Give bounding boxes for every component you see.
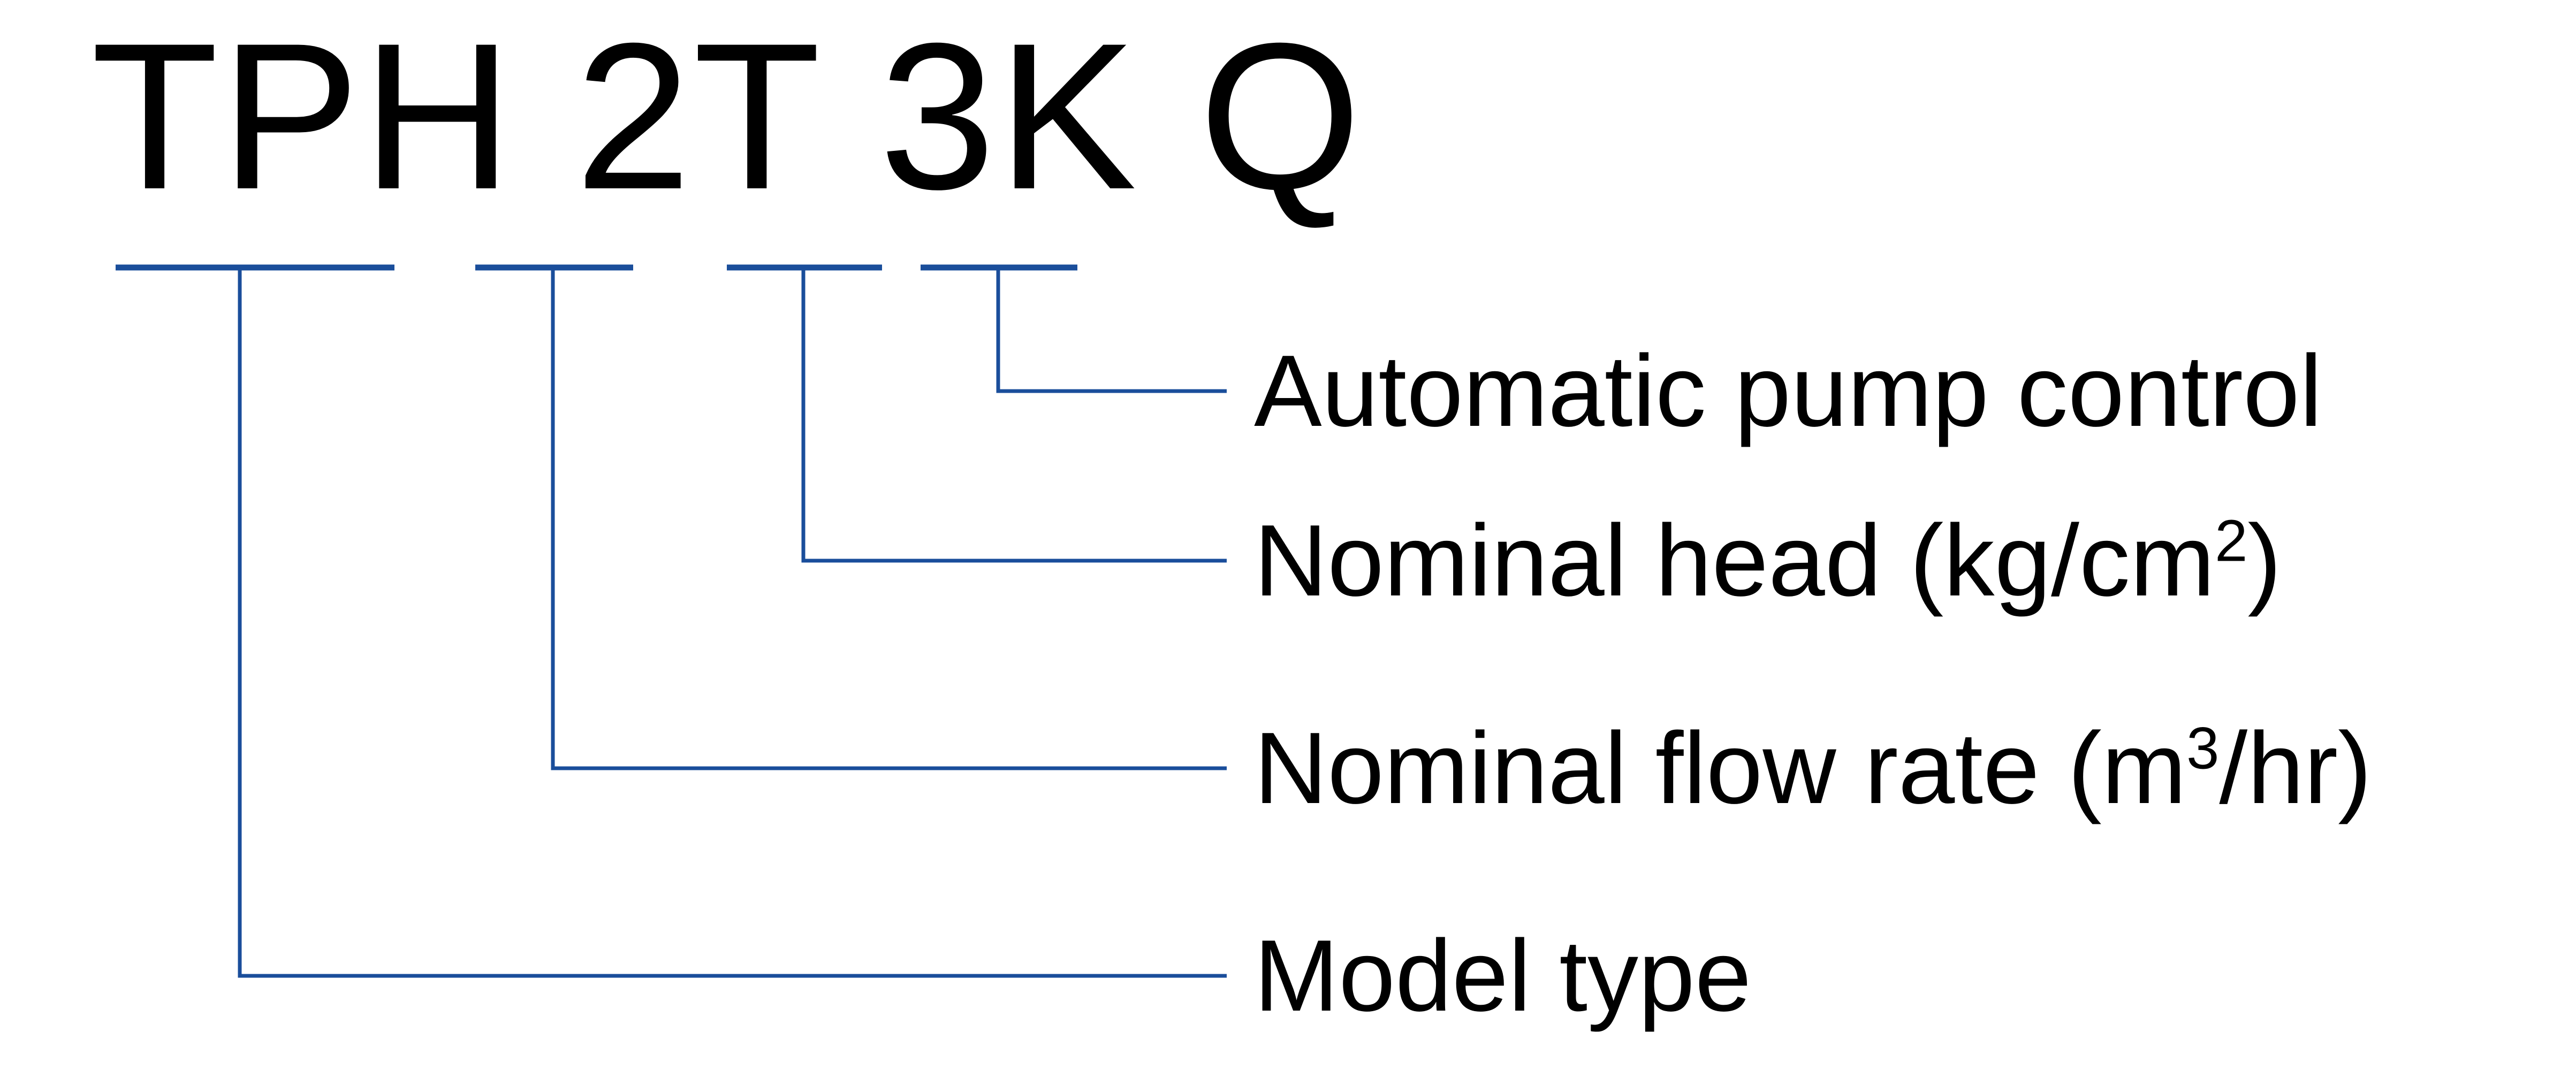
leader-line-model-type [238,268,1227,978]
leader-line-nominal-flow-rate [551,268,1227,770]
callout-label-text: Automatic pump control [1254,334,2322,448]
leader-line-nominal-head [801,268,1227,563]
callout-label-text: Model type [1254,919,1752,1033]
callout-label-tail: ) [2247,504,2282,617]
callout-label-superscript: 3 [2186,715,2220,782]
callout-label-text: Nominal flow rate (m [1254,712,2187,825]
leader-line-automatic-pump-control [996,268,1227,393]
callout-label-nominal-head: Nominal head (kg/cm2) [1254,510,2282,612]
callout-label-superscript: 2 [2215,508,2248,574]
callout-label-automatic-pump-control: Automatic pump control [1254,340,2322,442]
callout-label-nominal-flow-rate: Nominal flow rate (m3/hr) [1254,717,2372,819]
callout-label-model-type: Model type [1254,925,1751,1027]
callout-label-tail: /hr) [2219,712,2372,825]
callout-label-text: Nominal head (kg/cm [1254,504,2215,617]
model-code-text: TPH 2T 3K Q [91,0,1364,233]
